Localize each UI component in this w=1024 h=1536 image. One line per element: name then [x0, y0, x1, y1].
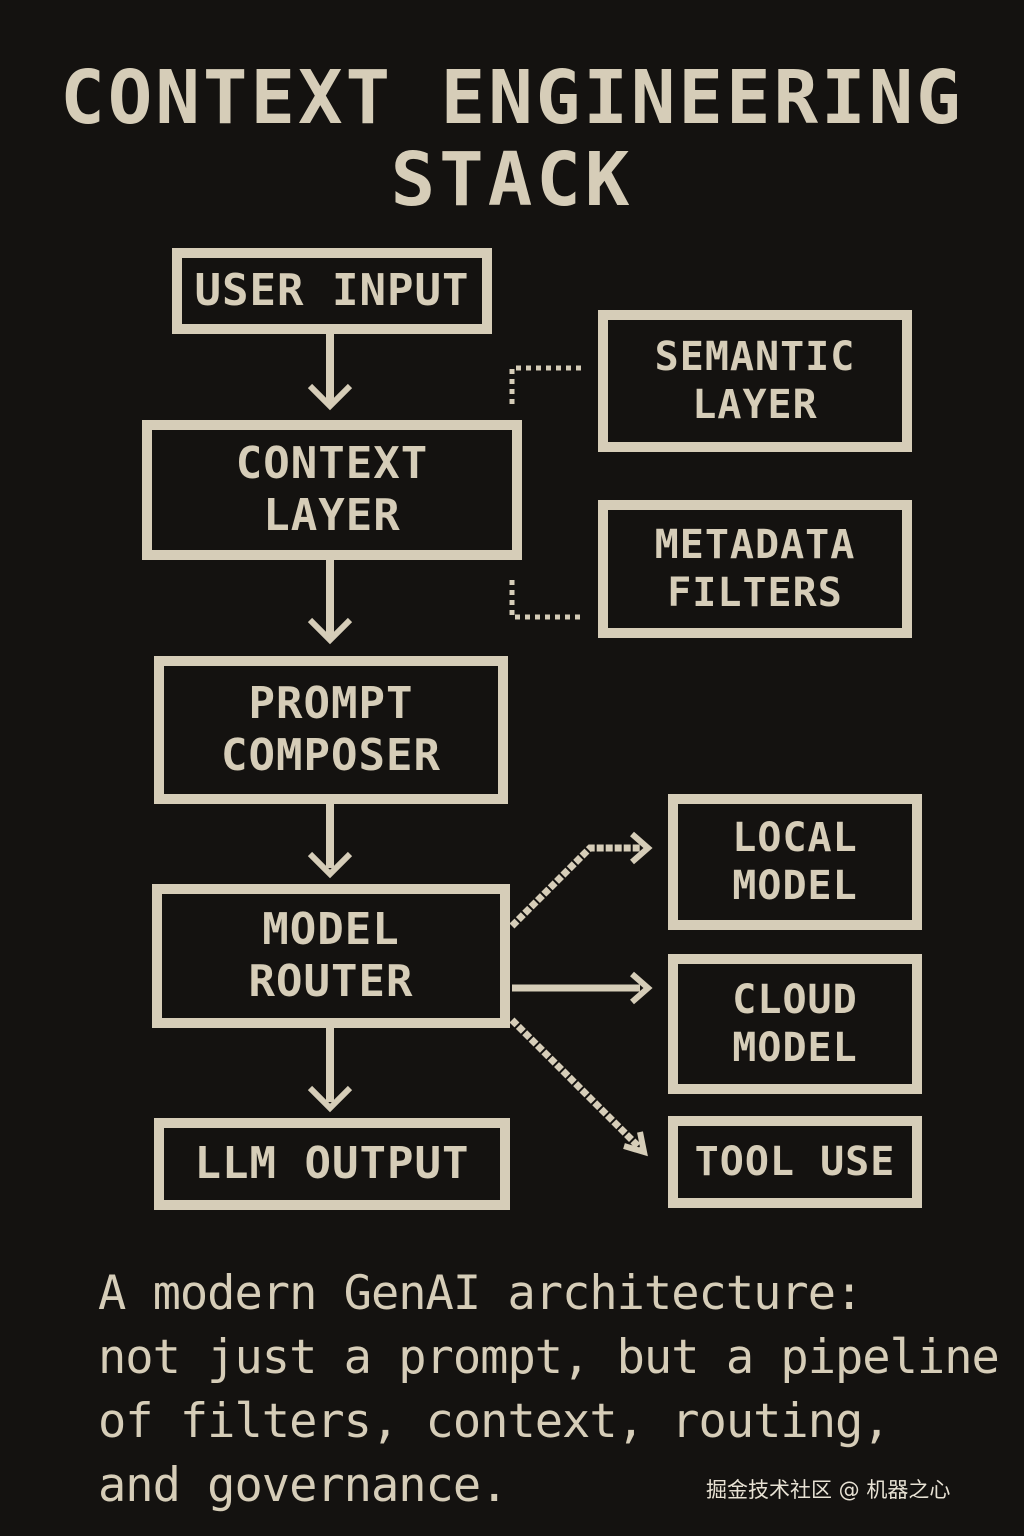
node-prompt-composer-line-2: COMPOSER — [221, 730, 441, 781]
arrowhead-user-input-to-context-layer — [307, 383, 353, 411]
caption-line-2: not just a prompt, but a pipeline — [98, 1330, 1000, 1385]
node-user-input: USER INPUT — [172, 248, 492, 334]
node-cloud-model-line-1: CLOUD — [732, 977, 858, 1023]
arrowhead-prompt-composer-to-model-router — [307, 851, 353, 879]
arrow-router-to-local-model — [509, 844, 640, 929]
node-model-router: MODEL ROUTER — [152, 884, 510, 1028]
diagram-title-line-2: STACK — [390, 137, 634, 223]
node-local-model-line-1: LOCAL — [732, 815, 858, 861]
caption-line-1: A modern GenAI architecture: — [98, 1266, 863, 1321]
node-user-input-line-1: USER INPUT — [194, 265, 470, 316]
diagram-caption: A modern GenAI architecture: not just a … — [98, 1262, 1000, 1518]
arrowhead-router-to-cloud-model — [630, 971, 653, 1005]
arrowhead-router-to-tool-use — [623, 1131, 648, 1157]
node-llm-output-line-1: LLM OUTPUT — [194, 1138, 470, 1189]
dotted-link-metadata-filters — [509, 580, 584, 620]
diagram-title-line-1: CONTEXT ENGINEERING — [60, 55, 964, 141]
dotted-link-semantic-layer — [509, 365, 584, 404]
node-tool-use: TOOL USE — [668, 1116, 922, 1208]
node-metadata-filters: METADATA FILTERS — [598, 500, 912, 638]
node-prompt-composer-line-1: PROMPT — [248, 678, 414, 729]
node-context-layer: CONTEXT LAYER — [142, 420, 522, 560]
node-metadata-filters-line-2: FILTERS — [667, 570, 843, 616]
node-model-router-line-1: MODEL — [262, 904, 400, 955]
node-context-layer-line-1: CONTEXT — [235, 438, 429, 489]
node-local-model-line-2: MODEL — [732, 863, 858, 909]
node-llm-output: LLM OUTPUT — [154, 1118, 510, 1210]
node-semantic-layer-line-1: SEMANTIC — [654, 334, 856, 380]
caption-line-4: and governance. — [98, 1458, 508, 1513]
node-tool-use-line-1: TOOL USE — [694, 1139, 896, 1185]
node-semantic-layer-line-2: LAYER — [692, 382, 818, 428]
arrow-router-to-tool-use — [509, 1017, 643, 1151]
node-semantic-layer: SEMANTIC LAYER — [598, 310, 912, 452]
arrowhead-router-to-local-model — [630, 831, 653, 865]
arrowhead-model-router-to-llm-output — [307, 1085, 353, 1113]
arrowhead-context-layer-to-prompt-composer — [307, 617, 353, 645]
node-metadata-filters-line-1: METADATA — [654, 522, 856, 568]
caption-line-3: of filters, context, routing, — [98, 1394, 891, 1449]
node-context-layer-line-2: LAYER — [263, 490, 401, 541]
node-cloud-model-line-2: MODEL — [732, 1025, 858, 1071]
node-model-router-line-2: ROUTER — [248, 956, 414, 1007]
node-cloud-model: CLOUD MODEL — [668, 954, 922, 1094]
node-prompt-composer: PROMPT COMPOSER — [154, 656, 508, 804]
watermark-text: 掘金技术社区 @ 机器之心 — [706, 1478, 951, 1502]
node-local-model: LOCAL MODEL — [668, 794, 922, 930]
